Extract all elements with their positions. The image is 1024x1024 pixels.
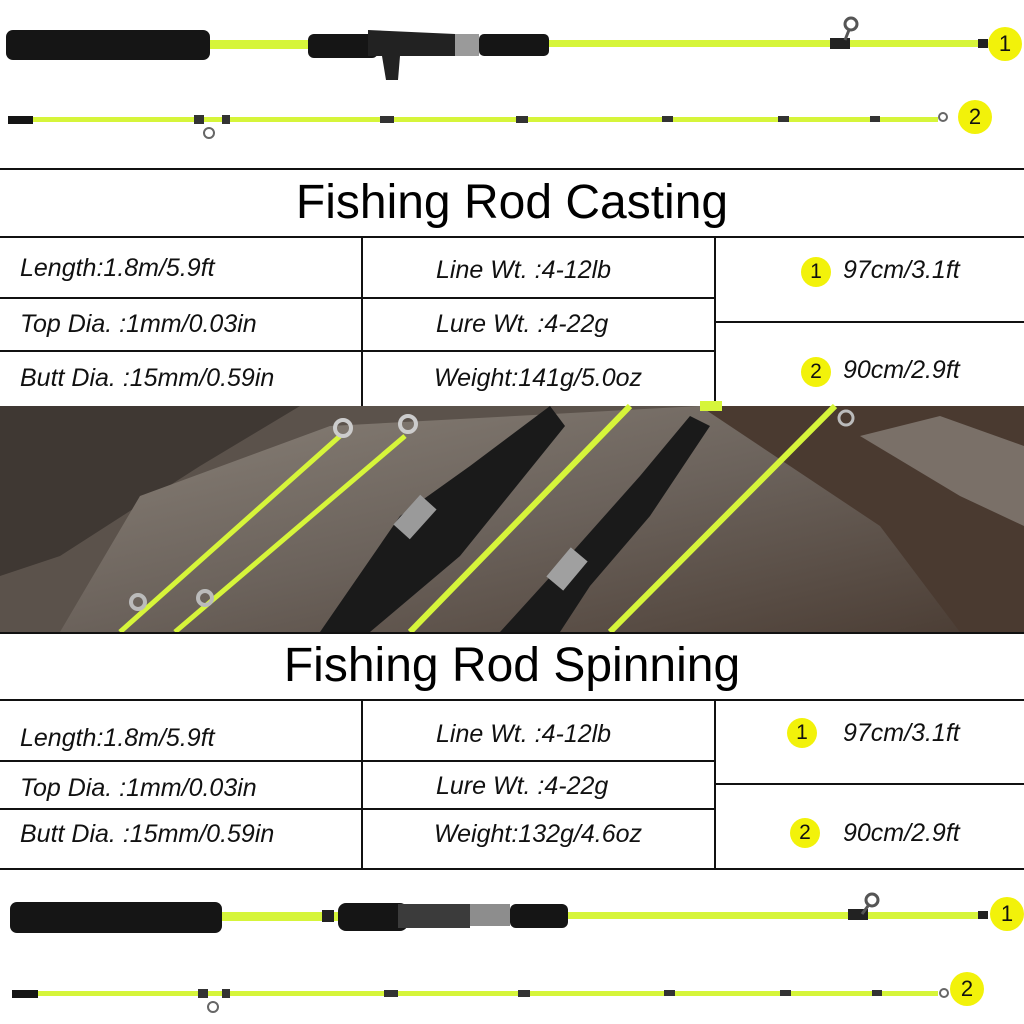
divider [0, 699, 1024, 701]
casting-section-1-length: 97cm/3.1ft [843, 256, 960, 284]
divider [0, 632, 1024, 634]
section-1-badge: 1 [801, 257, 831, 287]
divider [714, 321, 1024, 323]
casting-line-wt: Line Wt. :4-12lb [436, 256, 612, 284]
casting-length: Length:1.8m/5.9ft [20, 254, 215, 282]
spinning-line-wt: Line Wt. :4-12lb [436, 720, 612, 748]
casting-top-dia: Top Dia. :1mm/0.03in [20, 310, 257, 338]
divider [0, 168, 1024, 170]
divider [0, 297, 714, 299]
section-2-marker: 2 [958, 100, 992, 134]
divider [0, 808, 714, 810]
divider [361, 236, 363, 406]
product-photo [0, 401, 1024, 635]
section-1-badge: 1 [787, 718, 817, 748]
spinning-weight: Weight:132g/4.6oz [434, 820, 643, 848]
spinning-top-dia: Top Dia. :1mm/0.03in [20, 774, 257, 802]
divider [361, 699, 363, 870]
divider [0, 760, 714, 762]
casting-weight: Weight:141g/5.0oz [434, 364, 643, 392]
section-2-badge: 2 [790, 818, 820, 848]
section-2-marker: 2 [950, 972, 984, 1006]
spinning-section-2-length: 90cm/2.9ft [843, 819, 960, 847]
spinning-lure-wt: Lure Wt. :4-22g [436, 772, 609, 800]
spinning-section-1-length: 97cm/3.1ft [843, 719, 960, 747]
casting-section-2-length: 90cm/2.9ft [843, 356, 960, 384]
divider [0, 868, 1024, 870]
divider [0, 350, 714, 352]
casting-butt-dia: Butt Dia. :15mm/0.59in [20, 364, 275, 392]
section-2-badge: 2 [801, 357, 831, 387]
section-1-marker: 1 [988, 27, 1022, 61]
casting-title: Fishing Rod Casting [295, 176, 729, 229]
divider [0, 236, 1024, 238]
spinning-butt-dia: Butt Dia. :15mm/0.59in [20, 820, 275, 848]
divider [714, 783, 1024, 785]
casting-lure-wt: Lure Wt. :4-22g [436, 310, 609, 338]
casting-rod-illustration [6, 16, 988, 139]
spinning-length: Length:1.8m/5.9ft [20, 724, 215, 752]
spinning-title: Fishing Rod Spinning [283, 639, 741, 692]
section-1-marker: 1 [990, 897, 1024, 931]
spinning-rod-illustration [10, 892, 988, 1013]
